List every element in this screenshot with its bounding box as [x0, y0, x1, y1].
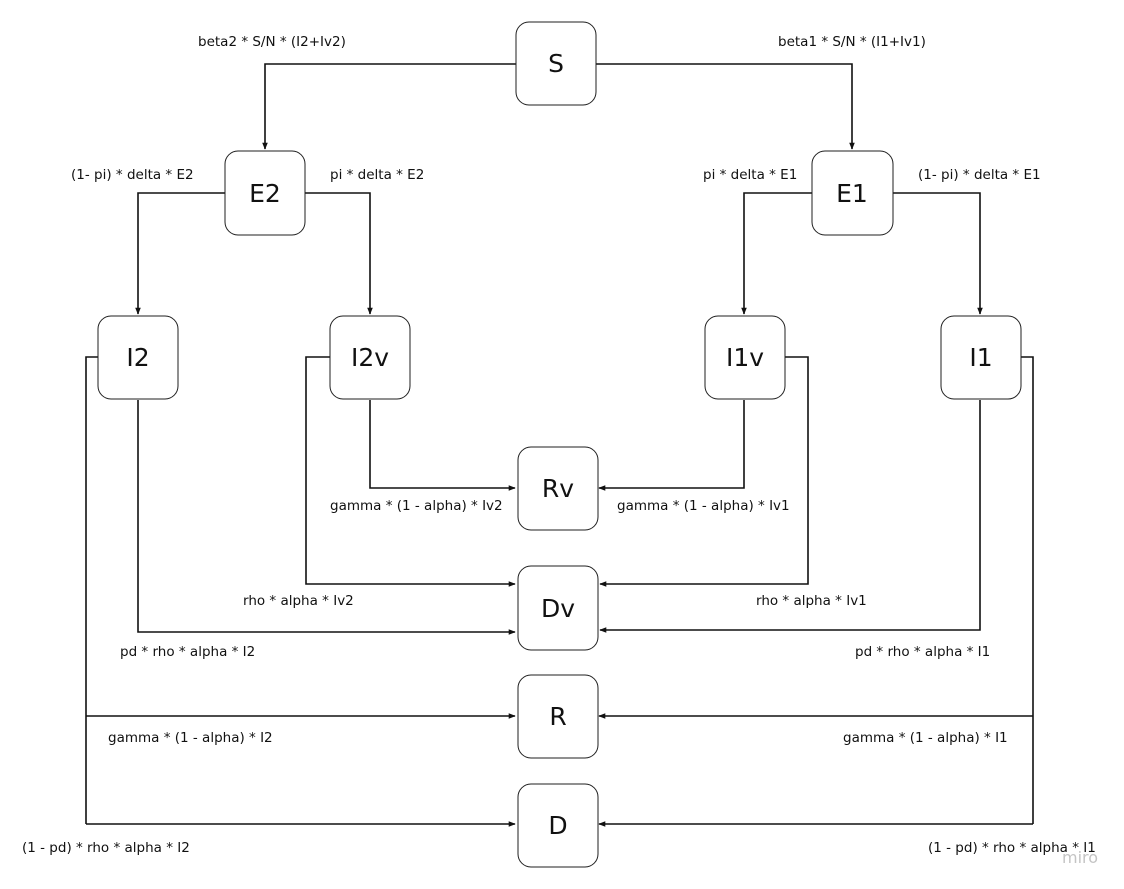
edge-e1-to-i1 — [893, 192, 983, 315]
label-i2v-to-dv: rho * alpha * Iv2 — [243, 593, 354, 609]
node-dv[interactable]: Dv — [517, 565, 599, 651]
label-i2v-to-rv: gamma * (1 - alpha) * Iv2 — [330, 498, 503, 514]
edge-i2v-to-rv — [369, 400, 516, 491]
node-dv-label: Dv — [541, 594, 575, 623]
label-s-to-e1: beta1 * S/N * (I1+Iv1) — [778, 34, 926, 50]
edge-i2-trunk — [85, 356, 98, 824]
node-i1v[interactable]: I1v — [704, 315, 786, 400]
edge-e2-to-i2 — [135, 192, 225, 315]
node-i1-label: I1 — [969, 343, 992, 372]
label-i1-to-r: gamma * (1 - alpha) * I1 — [843, 730, 1008, 746]
node-i2v-label: I2v — [351, 343, 389, 372]
node-i1[interactable]: I1 — [940, 315, 1022, 400]
node-i2v[interactable]: I2v — [329, 315, 411, 400]
label-i1-to-d: (1 - pd) * rho * alpha * I1 — [928, 840, 1096, 856]
edge-s-to-e2 — [262, 63, 516, 150]
label-i1v-to-rv: gamma * (1 - alpha) * Iv1 — [617, 498, 790, 514]
node-s-label: S — [548, 49, 564, 78]
edge-i2-to-dv — [137, 400, 516, 635]
node-e2[interactable]: E2 — [224, 150, 306, 236]
node-e1-label: E1 — [836, 179, 868, 208]
label-e2-to-i2v: pi * delta * E2 — [330, 167, 424, 183]
edges — [85, 63, 1034, 827]
label-i2-to-r: gamma * (1 - alpha) * I2 — [108, 730, 273, 746]
edge-i2v-to-dv — [305, 356, 516, 587]
node-r[interactable]: R — [517, 674, 599, 759]
node-s[interactable]: S — [515, 21, 597, 106]
node-r-label: R — [549, 702, 566, 731]
label-i1-to-dv: pd * rho * alpha * I1 — [855, 644, 990, 660]
edge-i1v-to-rv — [598, 400, 745, 491]
node-rv[interactable]: Rv — [517, 446, 599, 531]
miro-watermark: miro — [1062, 848, 1098, 867]
node-i1v-label: I1v — [726, 343, 764, 372]
edge-labels: beta2 * S/N * (I2+Iv2) beta1 * S/N * (I1… — [22, 34, 1096, 856]
edge-i1v-to-dv — [599, 356, 809, 587]
node-d-label: D — [548, 811, 567, 840]
edge-e2-to-i2v — [305, 192, 373, 315]
label-e2-to-i2: (1- pi) * delta * E2 — [71, 167, 194, 183]
edge-i1-to-dv — [599, 400, 981, 633]
label-e1-to-i1: (1- pi) * delta * E1 — [918, 167, 1041, 183]
edge-e1-to-i1v — [741, 192, 812, 315]
edge-i1-trunk — [1021, 356, 1034, 824]
node-i2-label: I2 — [126, 343, 149, 372]
label-i2-to-dv: pd * rho * alpha * I2 — [120, 644, 255, 660]
node-e2-label: E2 — [249, 179, 281, 208]
label-i1v-to-dv: rho * alpha * Iv1 — [756, 593, 867, 609]
edge-s-to-e1 — [596, 63, 855, 150]
label-s-to-e2: beta2 * S/N * (I2+Iv2) — [198, 34, 346, 50]
label-i2-to-d: (1 - pd) * rho * alpha * I2 — [22, 840, 190, 856]
node-rv-label: Rv — [542, 474, 574, 503]
node-i2[interactable]: I2 — [97, 315, 179, 400]
node-e1[interactable]: E1 — [811, 150, 894, 236]
label-e1-to-i1v: pi * delta * E1 — [703, 167, 797, 183]
node-d[interactable]: D — [517, 783, 599, 868]
